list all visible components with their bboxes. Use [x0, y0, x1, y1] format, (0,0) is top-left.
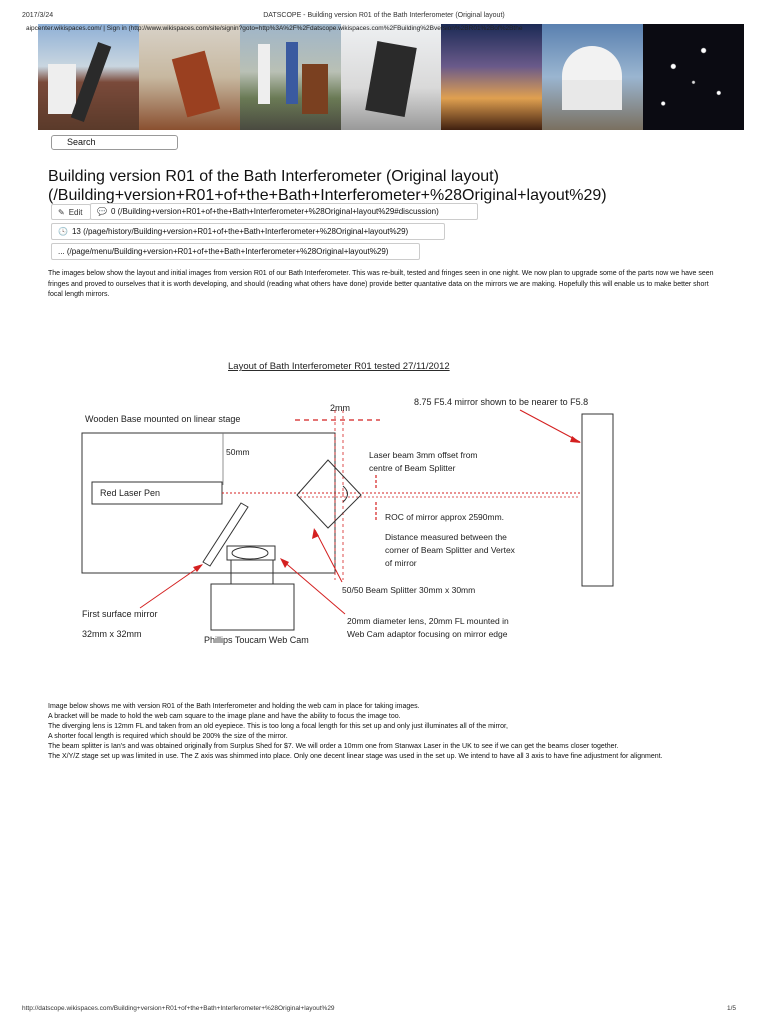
banner-photo-telescope-wood: [139, 24, 240, 130]
header-banner: [38, 24, 744, 130]
overlay-url-text: aipcenter.wikispaces.com/ | Sign in (htt…: [26, 25, 616, 35]
laser-offset-label-1: Laser beam 3mm offset from: [369, 450, 478, 460]
banner-photo-house: [38, 24, 139, 130]
diagram-title: Layout of Bath Interferometer R01 tested…: [228, 361, 450, 372]
clock-icon: 🕓: [58, 224, 68, 240]
banner-photo-people: [240, 24, 341, 130]
history-link[interactable]: 🕓 13 (/page/history/Building+version+R01+…: [51, 223, 445, 240]
discussion-link[interactable]: 💬 0 (/Building+version+R01+of+the+Bath+In…: [90, 203, 478, 220]
edit-button[interactable]: ✎ Edit: [51, 204, 91, 220]
body-line: The beam splitter is Ian's and was obtai…: [48, 742, 720, 752]
banner-photo-observatory: [542, 24, 643, 130]
page-menu-link[interactable]: ... (/page/menu/Building+version+R01+of+…: [51, 243, 420, 260]
banner-photo-dobsonian: [341, 24, 442, 130]
height-label: 50mm: [226, 447, 250, 457]
web-cam: [211, 584, 294, 630]
webcam-label: Phillips Toucam Web Cam: [204, 635, 309, 645]
page-title: Building version R01 of the Bath Interfe…: [48, 167, 748, 205]
first-mirror-label-1: First surface mirror: [82, 609, 158, 619]
mirror-note-label: 8.75 F5.4 mirror shown to be nearer to F…: [414, 397, 588, 407]
print-title: DATSCOPE - Building version R01 of the B…: [0, 12, 768, 19]
history-label: 13 (/page/history/Building+version+R01+o…: [72, 227, 408, 236]
interferometer-layout-diagram: Layout of Bath Interferometer R01 tested…: [60, 350, 700, 650]
first-mirror-label-2: 32mm x 32mm: [82, 629, 142, 639]
roc-label: ROC of mirror approx 2590mm.: [385, 512, 504, 522]
first-surface-mirror: [203, 503, 248, 566]
body-line: The X/Y/Z stage set up was limited in us…: [48, 752, 720, 762]
distance-label-3: of mirror: [385, 558, 417, 568]
comment-icon: 💬: [97, 204, 107, 220]
pencil-icon: ✎: [58, 205, 65, 221]
wooden-base: [82, 433, 335, 573]
diverging-lens: [232, 547, 268, 559]
body-line: The diverging lens is 12mm FL and taken …: [48, 722, 720, 732]
print-page-number: 1/5: [727, 1005, 736, 1012]
banner-photo-sunset: [441, 24, 542, 130]
body-line: Image below shows me with version R01 of…: [48, 702, 720, 712]
lens-label-1: 20mm diameter lens, 20mm FL mounted in: [347, 616, 509, 626]
search-input[interactable]: Search: [51, 135, 178, 150]
laser-offset-label-2: centre of Beam Splitter: [369, 463, 456, 473]
edit-label: Edit: [69, 208, 83, 217]
gap-label: 2mm: [330, 403, 350, 413]
intro-paragraph: The images below show the layout and ini…: [48, 269, 720, 301]
page-menu-label: ... (/page/menu/Building+version+R01+of+…: [58, 247, 388, 256]
distance-label-1: Distance measured between the: [385, 532, 507, 542]
base-label: Wooden Base mounted on linear stage: [85, 414, 240, 424]
body-line: A bracket will be made to hold the web c…: [48, 712, 720, 722]
beam-splitter: [297, 460, 361, 528]
test-mirror: [582, 414, 613, 586]
print-footer-url: http://datscope.wikispaces.com/Building+…: [22, 1005, 335, 1012]
discussion-label: 0 (/Building+version+R01+of+the+Bath+Int…: [111, 207, 439, 216]
splitter-label: 50/50 Beam Splitter 30mm x 30mm: [342, 585, 475, 595]
banner-photo-starfield: [643, 24, 744, 130]
body-text: Image below shows me with version R01 of…: [48, 702, 720, 762]
lens-label-2: Web Cam adaptor focusing on mirror edge: [347, 629, 508, 639]
body-line: A shorter focal length is required which…: [48, 732, 720, 742]
distance-label-2: corner of Beam Splitter and Vertex: [385, 545, 516, 555]
laser-pen-label: Red Laser Pen: [100, 488, 160, 498]
